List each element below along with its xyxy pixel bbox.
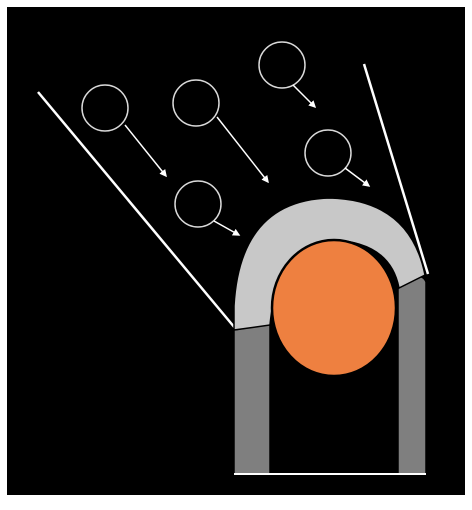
orange-core [272, 240, 396, 376]
right-leg [398, 276, 426, 474]
left-leg [234, 324, 270, 474]
